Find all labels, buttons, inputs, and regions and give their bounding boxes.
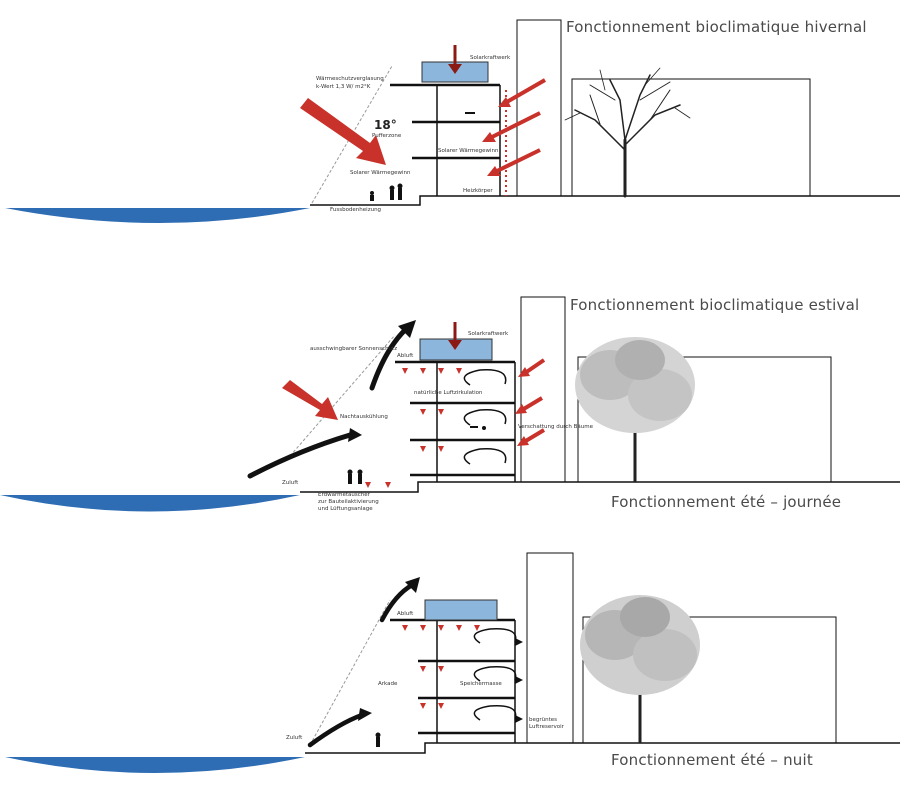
exhaust-small-arrows (515, 638, 523, 723)
leafy-tree (580, 595, 700, 743)
solar-gain-upper-label: Solarer Wärmegewinn (438, 148, 499, 154)
exhaust-label: Abluft (397, 353, 414, 359)
airflow-arrowhead-1 (348, 428, 362, 442)
convection-label: natürliche Luftzirkulation (414, 390, 483, 396)
lake-water (0, 495, 300, 512)
summer-day-section-drawing (0, 296, 900, 512)
collector-down-arrow (448, 322, 462, 350)
red-wind-arrows (482, 78, 546, 176)
arcade-label: Arkade (378, 681, 398, 687)
airflow-arrowhead-2 (398, 320, 416, 338)
glass-facade (289, 334, 396, 457)
summer-night-caption: Fonctionnement été – nuit (611, 751, 813, 769)
tower (516, 19, 562, 197)
ground-pipes-sub2-label: und Lüftungsanlage (318, 506, 373, 512)
ground-pipes-label: Erdwärmetauscher (318, 492, 370, 498)
cooling-markers (365, 368, 462, 488)
inflow-label: Zuluft (286, 735, 303, 741)
sun-ray-arrow (282, 380, 338, 420)
glazing-k-label: k-Wert 1,3 W/ m2°K (316, 84, 371, 90)
tower (520, 296, 566, 483)
circulation-loops (473, 628, 517, 721)
collector-down-arrow (448, 45, 462, 74)
glazing-label: Wärmeschutzverglasung (316, 76, 384, 82)
cooling-markers (402, 625, 480, 709)
solar-gain-lower-label: Solarer Wärmegewinn (350, 170, 411, 176)
neighbour-building (571, 78, 811, 197)
airflow-arrowhead-1 (358, 708, 372, 721)
summer-day-panel: Fonctionnement bioclimatique estival Fon… (0, 280, 900, 520)
summer-night-section-drawing (5, 552, 900, 773)
people (370, 112, 475, 201)
vegetation-label: begrüntes (529, 717, 558, 723)
summer-day-caption: Fonctionnement été – journée (611, 493, 842, 511)
summer-day-title: Fonctionnement bioclimatique estival (570, 296, 860, 314)
people (347, 426, 486, 484)
winter-section-drawing (5, 19, 900, 223)
inflow-label: Zuluft (282, 480, 299, 486)
solar-collector-label: Solarkraftwerk (470, 55, 511, 61)
red-wind-arrows (515, 358, 546, 446)
exhaust-label: Abluft (397, 611, 414, 617)
circulation-loops (463, 369, 507, 465)
vegetation-sub-label: Luftreservoir (529, 724, 564, 730)
shading-label: ausschwingbarer Sonnenschutz (310, 346, 398, 352)
airflow-arrowhead-2 (405, 577, 420, 593)
summer-night-panel: Fonctionnement été – nuit Abluft Arkade … (0, 545, 900, 801)
airflow-arrows (307, 582, 415, 748)
people (375, 732, 381, 747)
solar-collector-box (424, 599, 498, 621)
lake-water (5, 208, 310, 223)
radiator-label: Heizkörper (463, 188, 493, 194)
airflow-arrows (247, 327, 408, 479)
bare-tree (564, 67, 691, 198)
glass-facade (311, 65, 393, 204)
night-cooling-label: Nachtauskühlung (340, 414, 388, 420)
glass-facade (309, 599, 391, 746)
buffer-temperature: 18° (374, 118, 397, 132)
floor-heating-label: Fussbodenheizung (330, 207, 382, 213)
winter-title: Fonctionnement bioclimatique hivernal (566, 18, 867, 36)
lake-water (5, 757, 305, 773)
solar-collector-label: Solarkraftwerk (468, 331, 509, 337)
solar-gain-arrow (300, 98, 386, 165)
buffer-label: Pufferzone (372, 133, 402, 139)
neighbour-building (582, 616, 837, 744)
leafy-tree (575, 337, 695, 482)
winter-panel: Fonctionnement bioclimatique hivernal 18… (0, 0, 900, 240)
ground-pipes-sub-label: zur Bauteilaktivierung (318, 499, 379, 505)
neighbour-building (577, 356, 832, 483)
tower (526, 552, 574, 744)
storage-mass-label: Speichermasse (460, 681, 502, 687)
tree-shade-label: Verschattung durch Bäume (518, 424, 593, 430)
